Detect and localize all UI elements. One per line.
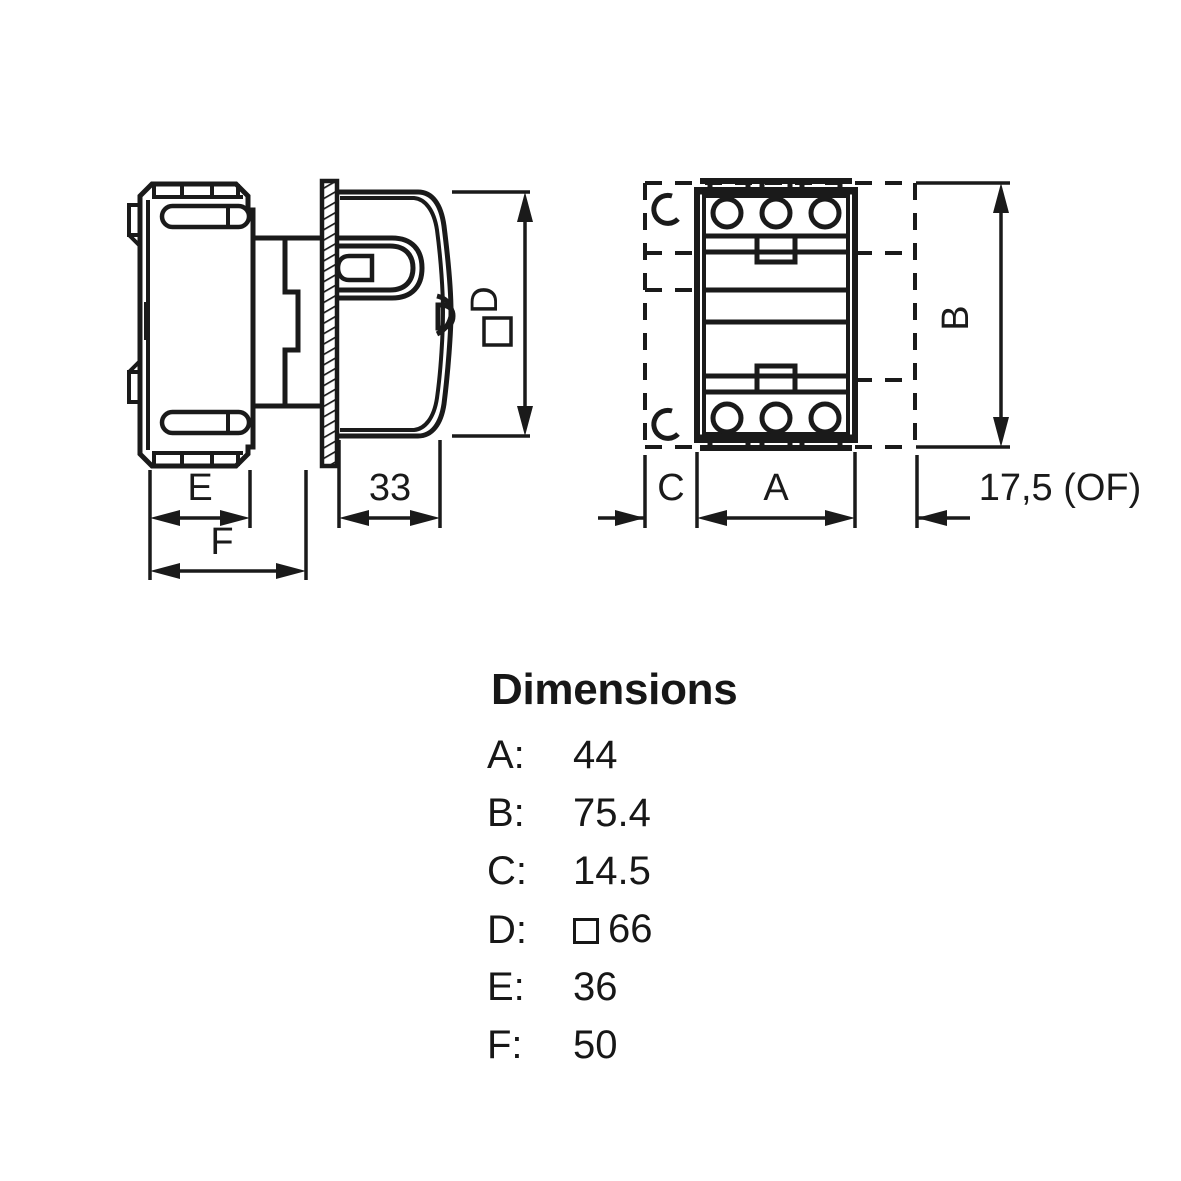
front-body-group [694,178,858,451]
front-terminal-tab-top [754,236,798,265]
dimension-value: 44 [573,733,618,777]
dimension-value-cell: 14.5 [573,849,907,894]
dimension-F: F [150,470,308,580]
dim-F-arrow-right [276,563,306,579]
front-top-flange-ribs [707,181,843,192]
side-latch-curve [435,293,455,337]
dimensions-list: Dimensions A: 44 B: 75.4 C: 14.5 D: 66 [487,665,907,1081]
side-bottom-clip-ribs [152,453,240,466]
dimension-key: B: [487,791,525,835]
dim-B-arrow-bottom [993,417,1009,447]
dim-33-label: 33 [369,467,411,509]
dim-A-arrow-left [697,510,727,526]
dim-D-arrow-bottom [517,406,533,436]
dim-F-arrow-left [150,563,180,579]
dim-C-label: C [657,467,684,509]
dimension-row: B: 75.4 [487,791,907,849]
terminal-hole-bottom-2 [759,401,793,435]
side-front-cap-inner [340,196,446,432]
side-front-knob-group [335,189,456,439]
dimension-row: F: 50 [487,1023,907,1081]
dimension-value: 66 [608,907,653,951]
dimension-E: E [148,467,252,580]
terminal-hole-top-1 [710,196,744,230]
side-view-group [127,181,320,469]
side-panel-stubs [253,235,320,409]
dim-33-arrow-right [410,510,440,526]
square-symbol-icon [482,316,513,347]
terminal-hole-top-2 [759,196,793,230]
dimension-chain-bottom: C A 17,5 (OF) [598,452,1141,528]
mounting-panel-hatched [319,178,340,469]
dim-D-arrow-top [517,192,533,222]
dimension-B: B [916,181,1010,449]
dimension-value: 50 [573,1023,618,1067]
terminal-hole-bottom-1 [710,401,744,435]
dimension-value-cell: 75.4 [573,791,907,836]
dimension-key: E: [487,965,525,1009]
dimension-key: C: [487,849,527,893]
dim-F-label: F [210,521,233,563]
dimension-value: 14.5 [573,849,651,893]
square-symbol-icon [573,917,599,944]
dimension-value-cell: 50 [573,1023,907,1068]
dimension-value: 36 [573,965,618,1009]
dim-D-label: D [464,286,506,313]
terminal-hole-bottom-3 [808,401,842,435]
dim-B-arrow-top [993,183,1009,213]
dimension-33: 33 [337,440,442,528]
side-knob-pill [335,253,375,283]
side-lug-lower-outer [127,370,142,404]
side-knob-profile-outer [337,235,425,301]
dim-C-arrow-left [615,510,645,526]
side-top-clip-ribs [152,184,240,197]
dim-OF-arrow [917,510,947,526]
arc-mark-top [651,192,680,226]
dim-E-arrow-left [150,510,180,526]
dim-E-label: E [187,467,212,509]
dim-A-label: A [763,467,789,509]
dimensions-title: Dimensions [491,665,738,714]
dimension-key: A: [487,733,525,777]
dimension-row: D: 66 [487,907,907,965]
dimension-value-cell: 36 [573,965,907,1010]
dimension-key: D: [487,907,527,952]
dimension-value-cell: 44 [573,733,907,778]
dim-B-label: B [935,305,977,330]
terminal-hole-top-3 [808,196,842,230]
dim-33-arrow-left [339,510,369,526]
dimension-D: D [452,190,533,438]
front-terminal-tab-bottom [754,363,798,392]
front-view-arc-marks [651,192,680,441]
dim-A-arrow-right [825,510,855,526]
arc-mark-bottom [651,407,680,441]
dimension-value: 75.4 [573,791,651,835]
dimension-key: F: [487,1023,523,1067]
dimension-row: A: 44 [487,733,907,791]
dimension-row: E: 36 [487,965,907,1023]
dim-E-arrow-right [220,510,250,526]
dimension-row: C: 14.5 [487,849,907,907]
side-lug-upper-angle [127,205,142,248]
side-terminal-slot-lower [159,409,252,436]
side-knob-profile [337,243,416,293]
side-mid-housing [253,235,301,409]
front-bottom-flange-ribs [707,437,843,448]
dim-OF-label: 17,5 (OF) [979,467,1142,509]
side-terminal-slot-upper [159,203,252,230]
side-lug-lower-angle [127,359,142,374]
dimension-value-cell: 66 [573,907,907,952]
